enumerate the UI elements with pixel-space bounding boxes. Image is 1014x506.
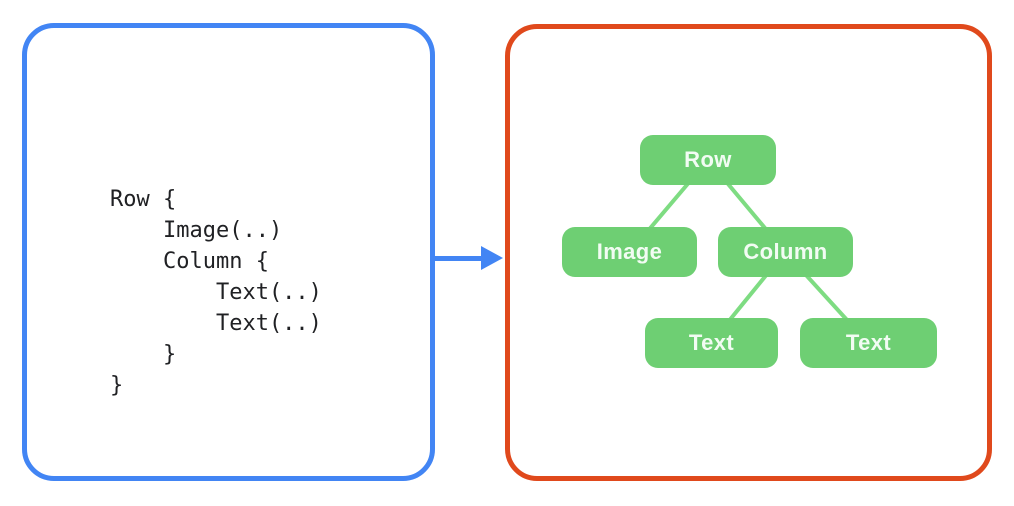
code-line: Text(..) [110,311,322,336]
tree-node-image: Image [562,227,697,277]
code-line: Image(..) [110,218,283,243]
code-panel: Row { Image(..) Column { Text(..) Text(.… [22,23,435,481]
code-line: } [110,342,177,367]
code-line: Row { [110,187,177,212]
tree-node-text-2: Text [800,318,937,368]
tree-node-text-1: Text [645,318,778,368]
tree-node-label: Image [596,239,663,264]
code-line: } [110,373,124,398]
tree-node-label: Row [684,147,732,172]
flow-arrow-icon [433,243,505,273]
tree-node-label: Text [688,330,735,355]
code-line: Column { [110,249,269,274]
tree-node-row: Row [640,135,776,185]
tree-node-label: Text [845,330,892,355]
arrow-head-icon [481,246,503,270]
code-block: Row { Image(..) Column { Text(..) Text(.… [110,184,322,401]
arrow-shaft [433,256,483,261]
code-line: Text(..) [110,280,322,305]
tree-node-column: Column [718,227,853,277]
tree-node-label: Column [743,239,828,264]
